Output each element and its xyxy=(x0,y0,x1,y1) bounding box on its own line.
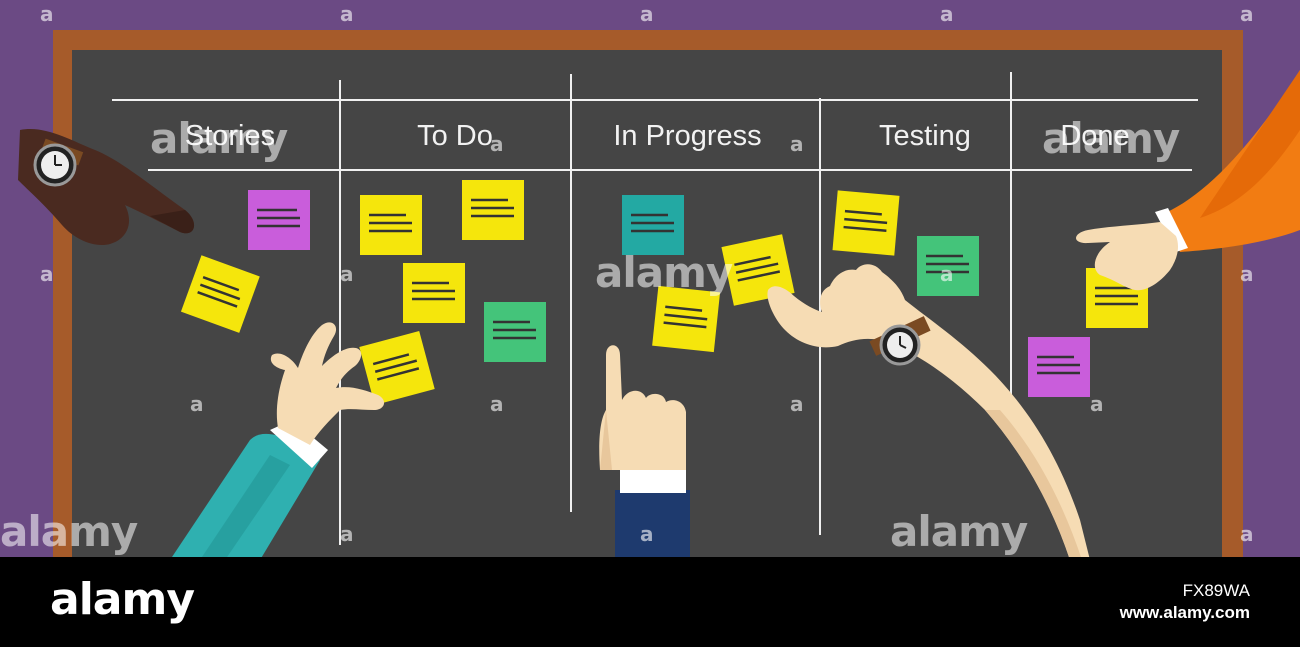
watermark: alamy xyxy=(595,248,733,297)
sticky-note xyxy=(180,255,260,333)
teal-sleeve-hand xyxy=(170,322,385,560)
watermark-mark: a xyxy=(340,262,354,286)
watermark-mark: a xyxy=(940,262,954,286)
watermark-mark: a xyxy=(1240,262,1254,286)
sticky-note xyxy=(652,285,721,353)
column-header-stories: Stories xyxy=(184,119,276,152)
watermark-mark: a xyxy=(640,522,654,546)
column-header-done: Done xyxy=(1060,119,1130,152)
board-grid xyxy=(112,72,1198,545)
sticky-note xyxy=(248,190,310,250)
watermark-mark: a xyxy=(340,522,354,546)
column-header-to-do: To Do xyxy=(417,119,493,152)
sticky-note xyxy=(462,180,524,240)
sticky-notes xyxy=(180,180,1148,406)
watermark-mark: a xyxy=(640,2,654,26)
sticky-note xyxy=(917,236,979,296)
watermark-mark: a xyxy=(340,2,354,26)
watermark-mark: a xyxy=(490,392,504,416)
sticky-note xyxy=(832,190,900,256)
sticky-note xyxy=(403,263,465,323)
watermark: alamy xyxy=(150,114,288,163)
watermark-mark: a xyxy=(790,392,804,416)
sticky-note xyxy=(622,195,684,255)
watermark-mark: a xyxy=(190,392,204,416)
sticky-note xyxy=(359,330,435,406)
watermark-mark: a xyxy=(490,132,504,156)
footer-bar xyxy=(0,557,1300,647)
watermark-mark: a xyxy=(940,2,954,26)
column-header-testing: Testing xyxy=(879,119,971,152)
sticky-note xyxy=(1028,337,1090,397)
watermark-mark: a xyxy=(1240,522,1254,546)
orange-sleeve-hand xyxy=(1076,70,1300,291)
image-id: FX89WA xyxy=(1182,581,1250,600)
footer-url[interactable]: www.alamy.com xyxy=(1119,603,1250,622)
watermark-mark: a xyxy=(790,132,804,156)
sticky-note xyxy=(484,302,546,362)
light-arm-pointing xyxy=(767,264,1090,560)
navy-sleeve-hand xyxy=(599,345,690,560)
watermark-mark: a xyxy=(40,2,54,26)
watermark-mark: a xyxy=(1240,2,1254,26)
watermark: alamy xyxy=(890,507,1028,556)
watermark: alamy xyxy=(1042,114,1180,163)
watermark-mark: a xyxy=(1090,392,1104,416)
column-header-in-progress: In Progress xyxy=(613,119,762,152)
watermark: alamy xyxy=(0,507,138,556)
watermark-mark: a xyxy=(40,262,54,286)
sticky-note xyxy=(360,195,422,255)
dark-hand-pointing xyxy=(0,85,195,246)
footer-logo: alamy xyxy=(50,574,195,625)
